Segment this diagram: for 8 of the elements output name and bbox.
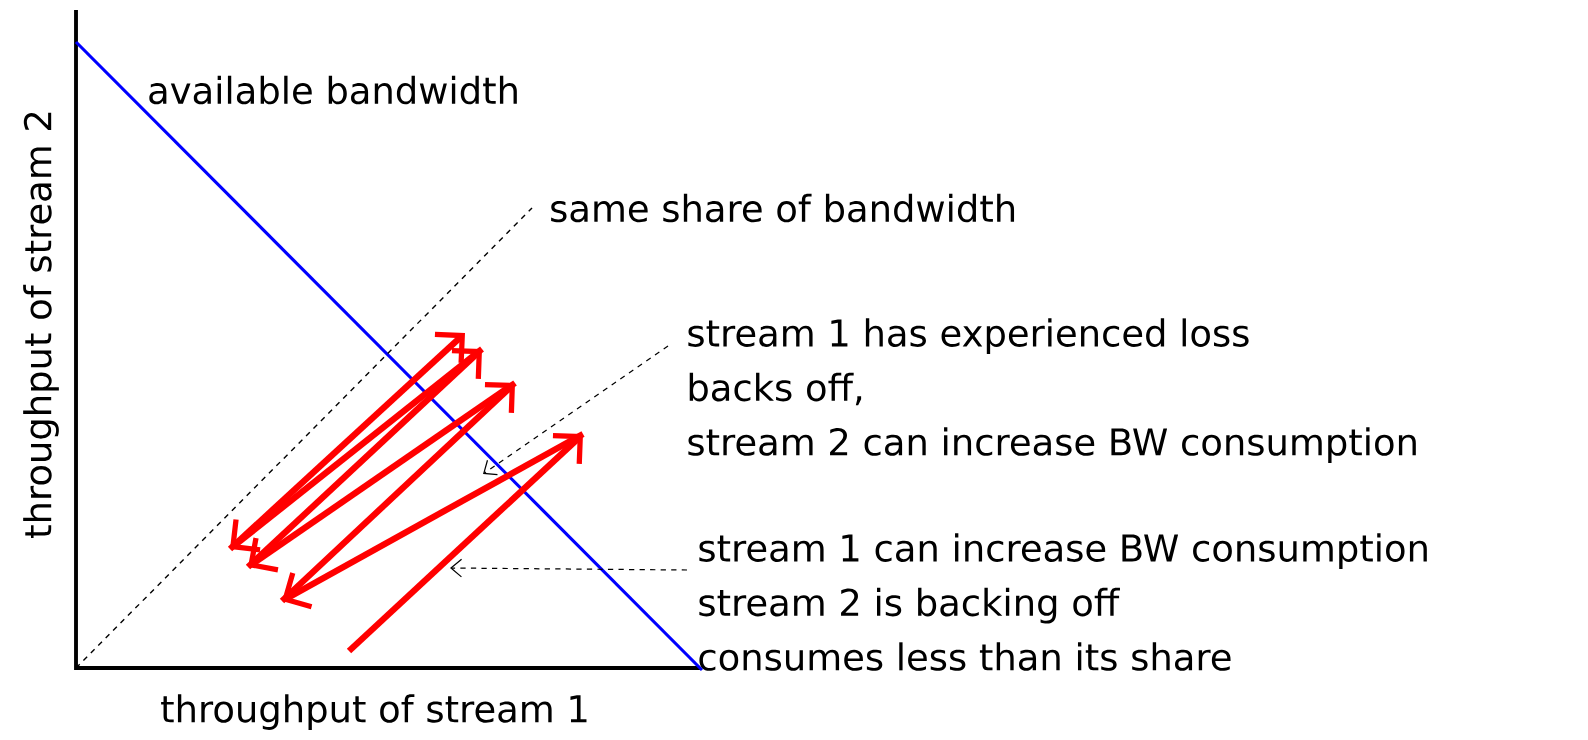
axis-title: throughput of stream 2 bbox=[23, 112, 59, 538]
line-label: same share of bandwidth bbox=[551, 193, 1015, 223]
annotation-text: stream 1 has experienced loss backs off, stream 2 can increase BW consumption bbox=[688, 318, 1416, 463]
leader-line bbox=[483, 345, 669, 476]
line-label: available bandwidth bbox=[149, 75, 517, 105]
annotation-text: stream 1 can increase BW consumption stream 2 is backing off consumes less than its share bbox=[699, 533, 1427, 671]
leader-line bbox=[450, 558, 688, 578]
axis-title: throughput of stream 1 bbox=[161, 694, 587, 730]
